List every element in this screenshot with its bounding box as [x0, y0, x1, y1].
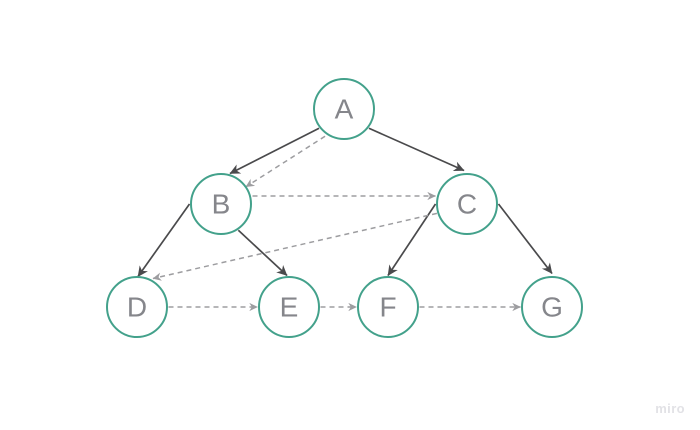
node-circle-A[interactable]	[313, 78, 375, 140]
node-circle-D[interactable]	[106, 276, 168, 338]
node-D[interactable]: D	[106, 276, 168, 338]
node-label-G: G	[541, 292, 563, 323]
node-label-F: F	[379, 292, 396, 323]
node-circle-F[interactable]	[357, 276, 419, 338]
node-E[interactable]: E	[258, 276, 320, 338]
edge-tree-A-C[interactable]	[368, 127, 465, 172]
node-G[interactable]: G	[521, 276, 583, 338]
edge-tree-C-G[interactable]	[497, 203, 553, 275]
miro-watermark: miro	[655, 401, 685, 416]
node-circle-G[interactable]	[521, 276, 583, 338]
node-F[interactable]: F	[357, 276, 419, 338]
node-label-B: B	[212, 189, 231, 220]
node-C[interactable]: C	[436, 173, 498, 235]
edge-tree-C-F[interactable]	[387, 203, 437, 276]
node-label-E: E	[280, 292, 299, 323]
node-circle-C[interactable]	[436, 173, 498, 235]
node-B[interactable]: B	[190, 173, 252, 235]
node-label-D: D	[127, 292, 147, 323]
node-label-A: A	[335, 94, 354, 125]
edge-tree-B-D[interactable]	[137, 203, 191, 277]
edge-traversal-A-B[interactable]	[245, 135, 326, 188]
edge-tree-B-E[interactable]	[237, 229, 288, 277]
edge-traversal-C-D[interactable]	[152, 212, 438, 281]
node-circle-B[interactable]	[190, 173, 252, 235]
node-A[interactable]: A	[313, 78, 375, 140]
node-circle-E[interactable]	[258, 276, 320, 338]
edge-tree-A-B[interactable]	[229, 127, 320, 175]
node-label-C: C	[457, 189, 477, 220]
